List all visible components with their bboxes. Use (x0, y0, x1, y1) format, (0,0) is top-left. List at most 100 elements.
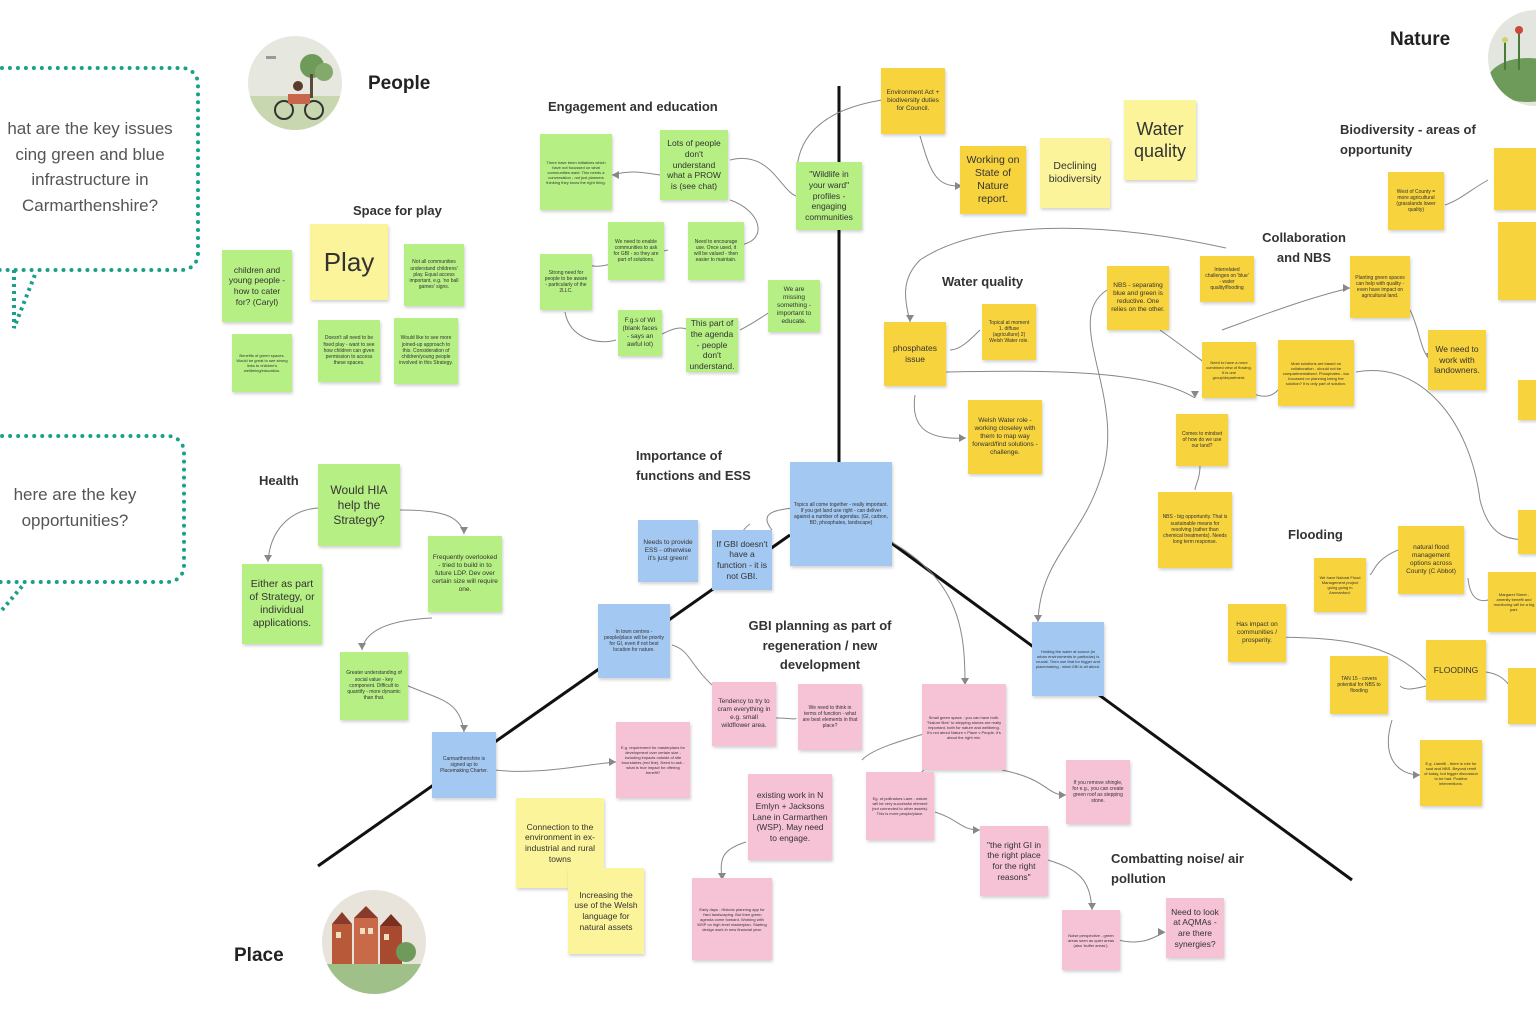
connector (934, 811, 981, 831)
sticky-note-if-gbi[interactable]: If GBI doesn't have a function - it is n… (712, 530, 772, 590)
sticky-note-tendency[interactable]: Tendency to try to cram everything in e.… (712, 682, 776, 746)
sticky-note-greater-understanding[interactable]: Greater understanding of social value - … (340, 652, 408, 720)
connector (919, 135, 959, 187)
sticky-note-either-part[interactable]: Either as part of Strategy, or individua… (242, 564, 322, 644)
corner-label-nature: Nature (1390, 29, 1451, 50)
sticky-note-lots-people[interactable]: Lots of people don't understand what a P… (660, 130, 728, 200)
sticky-note-collab-edge[interactable] (1518, 380, 1536, 420)
arrowhead (973, 826, 980, 834)
arrowhead (1088, 903, 1096, 910)
arrowhead (612, 171, 619, 179)
connector (913, 394, 967, 439)
connector (1194, 465, 1201, 491)
sticky-note-agenda-part[interactable]: This part of the agenda - people don't u… (686, 318, 738, 372)
sticky-note-working-on-son[interactable]: Working on State of Nature report. (960, 146, 1026, 214)
sticky-note-welsh-water[interactable]: Welsh Water role - working closeley with… (968, 400, 1042, 474)
sticky-note-planting-green[interactable]: Planting green spaces can help with qual… (1350, 256, 1410, 318)
sticky-note-right-gi[interactable]: "the right GI in the right place for the… (980, 826, 1048, 896)
sticky-note-comes-mindset[interactable]: Comes to mindset of how do we use our la… (1176, 414, 1228, 466)
arrowhead (1413, 771, 1420, 779)
sticky-note-west-county[interactable]: West of County = more agricultural (gras… (1388, 172, 1444, 230)
connector (729, 157, 797, 197)
sticky-note-env-act[interactable]: Environment Act + biodiversity duties fo… (881, 68, 945, 134)
sticky-note-missing-educate[interactable]: We are missing something - important to … (768, 280, 820, 332)
nature-illustration-icon (1488, 10, 1536, 106)
sticky-note-doesnt-need[interactable]: Doesn't all need to be fixed play - want… (318, 320, 380, 382)
connector (1409, 309, 1431, 361)
sticky-note-eg-llanelli[interactable]: E.g. Llanelli - there is role for sust a… (1420, 740, 1482, 806)
sticky-note-early-days[interactable]: Early days - Historic planning app for Y… (692, 878, 772, 960)
sticky-note-phosphates[interactable]: phosphates issue (884, 322, 946, 386)
bubble-tail-1 (12, 270, 38, 329)
connector (1387, 719, 1421, 776)
sticky-note-remove-shingle[interactable]: If you remove shingle, for e.g., you can… (1066, 760, 1130, 824)
sticky-note-has-impact[interactable]: Has impact on communities / prosperity. (1228, 604, 1286, 662)
sticky-note-existing-work[interactable]: existing work in N Emlyn + Jacksons Lane… (748, 774, 832, 860)
sticky-note-needs-ess[interactable]: Needs to provide ESS - otherwise it's ju… (638, 520, 698, 582)
connector (720, 841, 747, 881)
sticky-note-would-hia[interactable]: Would HIA help the Strategy? (318, 464, 400, 546)
corner-label-people: People (368, 73, 431, 94)
sticky-note-think-function[interactable]: We need to think in terms of function - … (798, 684, 862, 750)
sticky-note-enable-communities[interactable]: We need to enable communities to ask for… (608, 222, 664, 280)
sticky-note-declining-bio[interactable]: Declining biodiversity (1040, 138, 1110, 208)
arrowhead (1158, 928, 1165, 936)
sticky-note-wildlife-ward[interactable]: "Wildlife in your ward" profiles - engag… (796, 162, 862, 230)
sticky-note-nfm-project[interactable]: We have Natural Flood Management project… (1314, 558, 1366, 612)
sticky-note-fgs-wi[interactable]: F.g.s of WI (blank faces - says an awful… (618, 310, 662, 356)
arrowhead (609, 758, 616, 766)
connector (1444, 179, 1489, 206)
sticky-note-need-combined[interactable]: Need to have a more combined view of flo… (1202, 342, 1256, 398)
sticky-note-nbs-separating[interactable]: NBS - separating blue and green is reduc… (1107, 266, 1169, 330)
heading-collaboration: Collaboration and NBS (1262, 230, 1346, 265)
heading-health: Health (259, 473, 299, 488)
sticky-note-flooding-big[interactable]: FLOODING (1426, 640, 1486, 700)
sticky-note-would-like[interactable]: Would like to see more joined-up approac… (394, 318, 458, 384)
sticky-note-noise-perspective[interactable]: Noise perspective - green areas seen as … (1062, 910, 1120, 970)
sticky-note-aqmas[interactable]: Need to look at AQMAs - are there synerg… (1166, 898, 1224, 958)
corner-label-place: Place (234, 945, 284, 966)
sticky-note-not-all-communities[interactable]: Not all communities understand childrens… (404, 244, 464, 306)
sticky-note-children[interactable]: children and young people - how to cater… (222, 250, 292, 322)
sticky-note-initiatives[interactable]: There have been initiatives which have n… (540, 134, 612, 210)
sticky-note-flood-edge[interactable] (1508, 668, 1536, 724)
sticky-note-landowners[interactable]: We need to work with landowners. (1428, 330, 1486, 390)
sticky-note-tan15[interactable]: TAN 15 - covers potential for NBS to flo… (1330, 656, 1388, 714)
sticky-note-topical[interactable]: Topical at moment 1. diffuse (agricultur… (982, 304, 1036, 360)
sticky-note-play-big[interactable]: Play (310, 224, 388, 300)
connector (659, 327, 689, 336)
connector (949, 329, 981, 351)
question-2-text: here are the key opportunities? (13, 485, 137, 530)
sticky-note-benefits-green[interactable]: Benefits of green spaces. Would be great… (232, 334, 292, 392)
connector (399, 509, 465, 535)
sticky-note-interrelated[interactable]: Interrelated challenges on 'blue' - wate… (1200, 256, 1254, 302)
connector (267, 507, 319, 563)
sticky-note-water-quality-big[interactable]: Water quality (1124, 100, 1196, 180)
sticky-note-bio-edge-2[interactable] (1498, 222, 1536, 300)
heading-space-for-play: Space for play (353, 203, 442, 218)
sticky-note-nbs-big[interactable]: NBS - big opportunity. That is sustainab… (1158, 492, 1232, 568)
sticky-note-eg-pollinators[interactable]: Eg. of pollinators Lane - nature will be… (866, 772, 934, 840)
arrowhead (906, 315, 914, 322)
sticky-note-carms-signed[interactable]: Carmarthenshire is signed up to Placemak… (432, 732, 496, 798)
sticky-note-small-green[interactable]: Small green space - you can have both. "… (922, 684, 1006, 770)
question-bubble-1 (0, 66, 200, 272)
sticky-note-town-centres[interactable]: In town centres - people/place will be p… (598, 604, 670, 678)
sticky-note-bio-edge-1[interactable] (1494, 148, 1536, 210)
sticky-note-topics-all[interactable]: Topics all come together - really import… (790, 462, 892, 566)
sticky-note-holding-water[interactable]: Holding the water at source (in urban en… (1032, 622, 1104, 696)
connector (1399, 685, 1427, 690)
sticky-note-encourage-use[interactable]: Need to encourage use. Once used, it wil… (688, 222, 744, 280)
heading-engagement: Engagement and education (548, 99, 718, 114)
sticky-note-frequently[interactable]: Frequently overlooked - tried to build i… (428, 536, 502, 612)
sticky-note-bio-edge-3[interactable] (1518, 510, 1536, 554)
sticky-note-margaret-street[interactable]: Margaret Street - amenity benefit and mo… (1488, 572, 1536, 632)
sticky-note-strong-need[interactable]: Strong need for people to be aware - par… (540, 254, 592, 310)
connector (1369, 549, 1399, 576)
sticky-note-most-solutions[interactable]: Most solutions are based on collaboratio… (1278, 340, 1354, 406)
sticky-note-increasing[interactable]: Increasing the use of the Welsh language… (568, 868, 644, 954)
heading-gbi-planning: GBI planning as part of regeneration / n… (748, 618, 892, 672)
sticky-note-eg-requirement[interactable]: E.g. requirement for masterplans for dev… (616, 722, 690, 798)
sticky-note-nfm-options[interactable]: natural flood management options across … (1398, 526, 1464, 594)
